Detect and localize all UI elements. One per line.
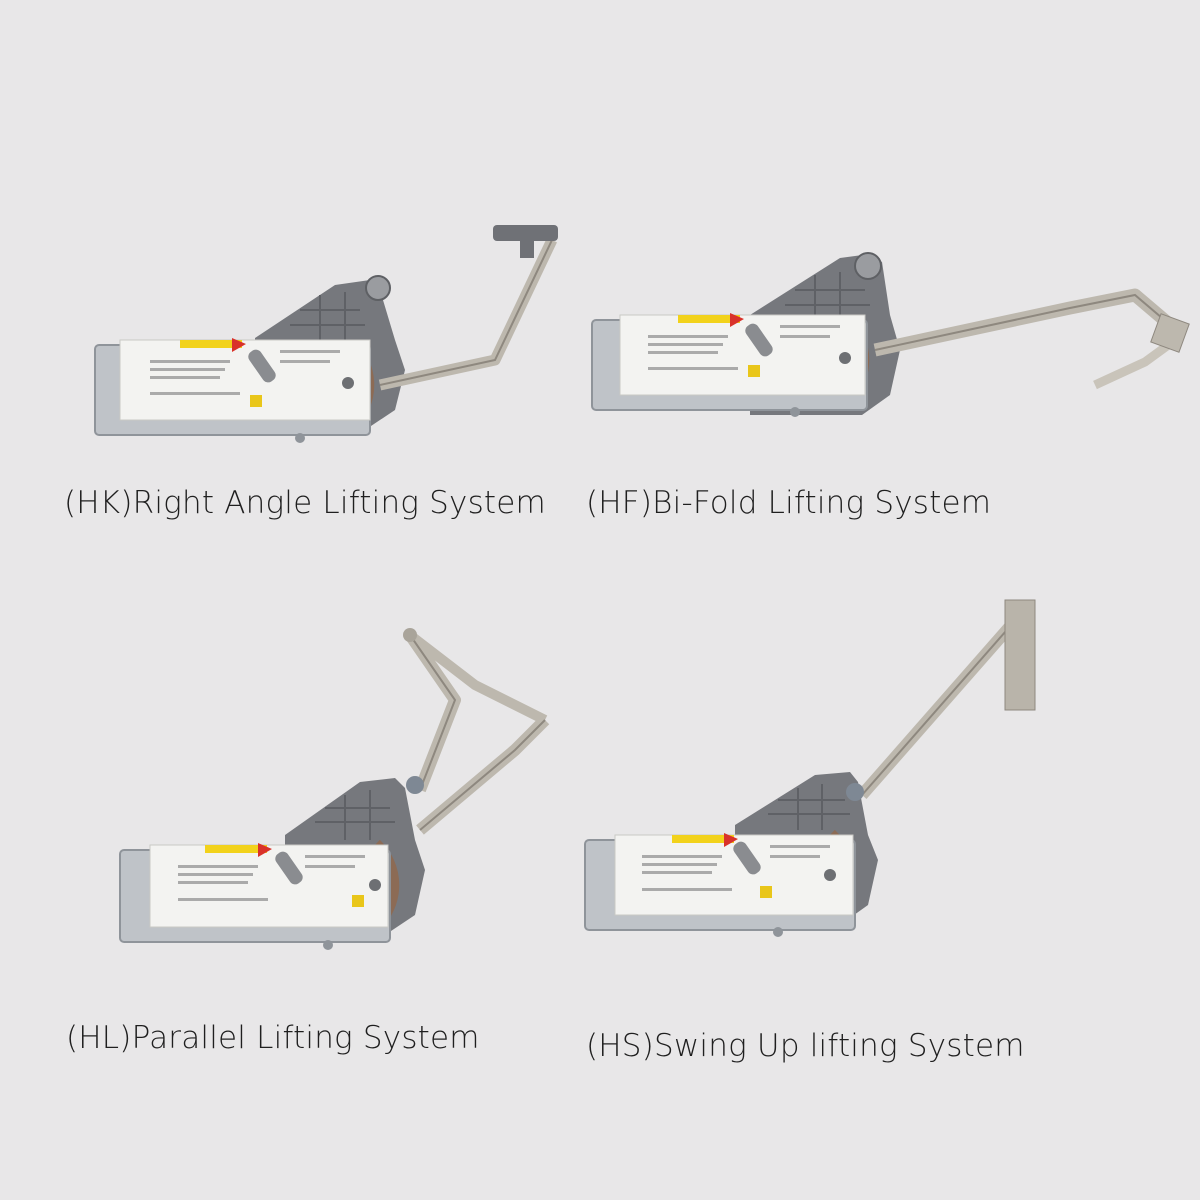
hk-lift-mechanism-image — [94, 225, 558, 443]
hf-lift-mechanism-image — [591, 252, 1190, 417]
product-hl: (HL)Parallel Lifting System — [0, 560, 600, 1200]
caption-hl: (HL)Parallel Lifting System — [66, 1020, 480, 1056]
caption-hs: (HS)Swing Up lifting System — [586, 1028, 1025, 1064]
product-hk: (HK)Right Angle Lifting System — [0, 0, 600, 560]
caption-hk: (HK)Right Angle Lifting System — [64, 485, 546, 521]
hs-lift-mechanism-image — [584, 599, 1036, 937]
caption-hf: (HF)Bi-Fold Lifting System — [586, 485, 992, 521]
hl-lift-mechanism-image — [119, 628, 550, 950]
product-hs: (HS)Swing Up lifting System — [584, 560, 1200, 1200]
product-hf: (HF)Bi-Fold Lifting System — [586, 0, 1200, 560]
